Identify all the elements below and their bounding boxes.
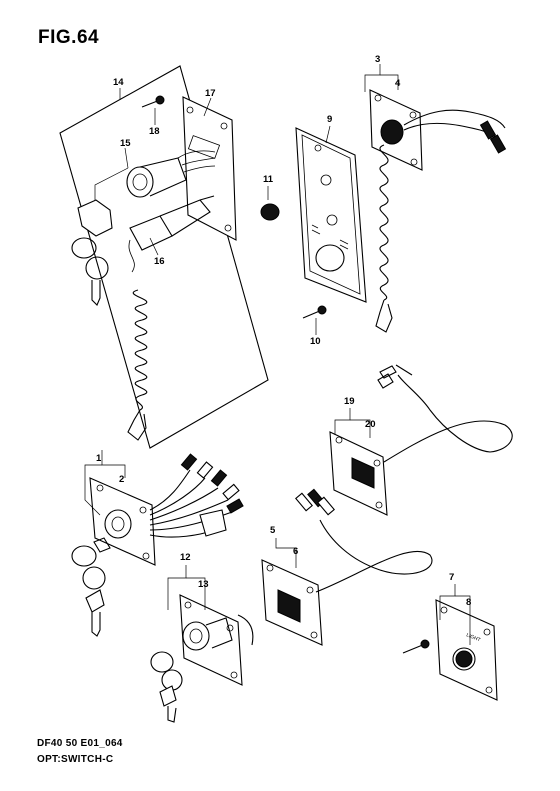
key-icon [71, 537, 111, 637]
callout-19: 19 [344, 396, 355, 407]
callout-8: 8 [466, 597, 471, 608]
callout-13: 13 [198, 579, 209, 590]
light-label: LIGHT [465, 632, 481, 643]
callout-labels: 1 2 3 4 5 6 7 8 9 10 11 12 13 14 15 16 1… [96, 54, 471, 608]
screw-10 [302, 305, 327, 335]
figure-code: DF40 50 E01_064 [37, 738, 123, 749]
light-switch-7: LIGHT [402, 584, 498, 701]
mounting-plate-17 [182, 96, 237, 241]
figure-title: FIG.64 [38, 27, 100, 48]
figure-name: OPT:SWITCH-C [37, 754, 114, 765]
assembly-box-14 [59, 65, 269, 449]
callout-2: 2 [119, 474, 124, 485]
switch-5 [261, 488, 433, 646]
callout-10: 10 [310, 336, 321, 347]
callout-7: 7 [449, 572, 454, 583]
callout-3: 3 [375, 54, 380, 65]
callout-12: 12 [180, 552, 191, 563]
callout-1: 1 [96, 453, 102, 464]
stop-switch-16 [127, 195, 215, 441]
stop-switch-3 [364, 64, 507, 333]
callout-18: 18 [149, 126, 160, 137]
callout-6: 6 [293, 546, 298, 557]
callout-11: 11 [263, 174, 274, 185]
key-icon [71, 199, 113, 306]
switch-19 [329, 364, 513, 516]
callout-4: 4 [395, 78, 401, 89]
callout-17: 17 [205, 88, 216, 99]
callout-16: 16 [154, 256, 165, 267]
ignition-switch-12 [150, 565, 254, 723]
callout-5: 5 [270, 525, 276, 536]
callout-20: 20 [365, 419, 376, 430]
ignition-switch-1 [84, 450, 244, 566]
panel-9 [295, 125, 367, 303]
callout-9: 9 [327, 114, 332, 125]
callout-15: 15 [120, 138, 131, 149]
callout-14: 14 [113, 77, 124, 88]
screw-18 [141, 95, 165, 125]
cap-11 [260, 186, 280, 221]
key-switch-15 [94, 147, 216, 200]
